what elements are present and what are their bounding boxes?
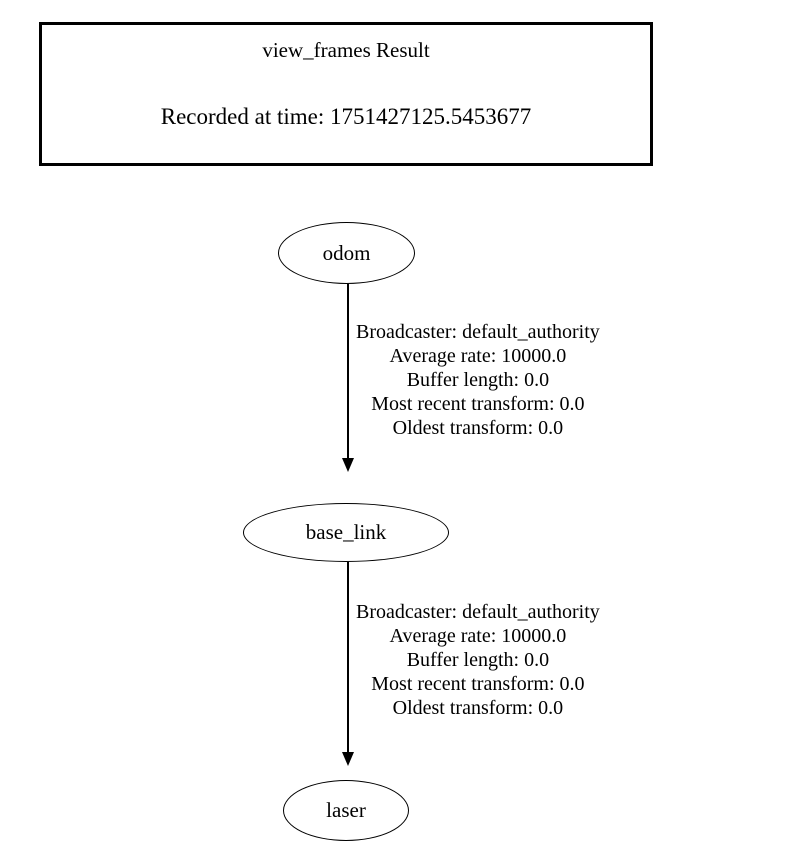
result-header-box: view_frames Result Recorded at time: 175… [39,22,653,166]
edge-label-most-recent-transform: Most recent transform: 0.0 [371,673,585,695]
graph-node-odom[interactable]: odom [278,222,415,284]
graph-node-laser[interactable]: laser [283,780,409,841]
edge-base-link-to-laser-label: Broadcaster: default_authority Average r… [356,600,600,720]
edge-label-most-recent-transform: Most recent transform: 0.0 [371,393,585,415]
page-title: view_frames Result [262,38,430,62]
graph-node-label: odom [322,240,371,265]
edge-label-buffer-length: Buffer length: 0.0 [406,649,550,671]
arrowhead-icon [341,458,354,472]
arrowhead-icon [341,752,354,766]
graph-node-base-link[interactable]: base_link [243,503,449,562]
edge-base-link-to-laser-line [347,562,349,752]
edge-label-broadcaster: Broadcaster: default_authority [356,321,600,343]
edge-odom-to-base-link-label: Broadcaster: default_authority Average r… [356,320,600,440]
edge-label-average-rate: Average rate: 10000.0 [389,625,567,647]
edge-label-buffer-length: Buffer length: 0.0 [406,369,550,391]
recorded-at-time-text: Recorded at time: 1751427125.5453677 [160,104,532,129]
graph-node-label: laser [326,798,366,822]
edge-odom-to-base-link-line [347,284,349,458]
edge-label-broadcaster: Broadcaster: default_authority [356,601,600,623]
graph-node-label: base_link [305,520,387,544]
edge-label-average-rate: Average rate: 10000.0 [389,345,567,367]
edge-label-oldest-transform: Oldest transform: 0.0 [392,417,564,439]
edge-label-oldest-transform: Oldest transform: 0.0 [392,697,564,719]
